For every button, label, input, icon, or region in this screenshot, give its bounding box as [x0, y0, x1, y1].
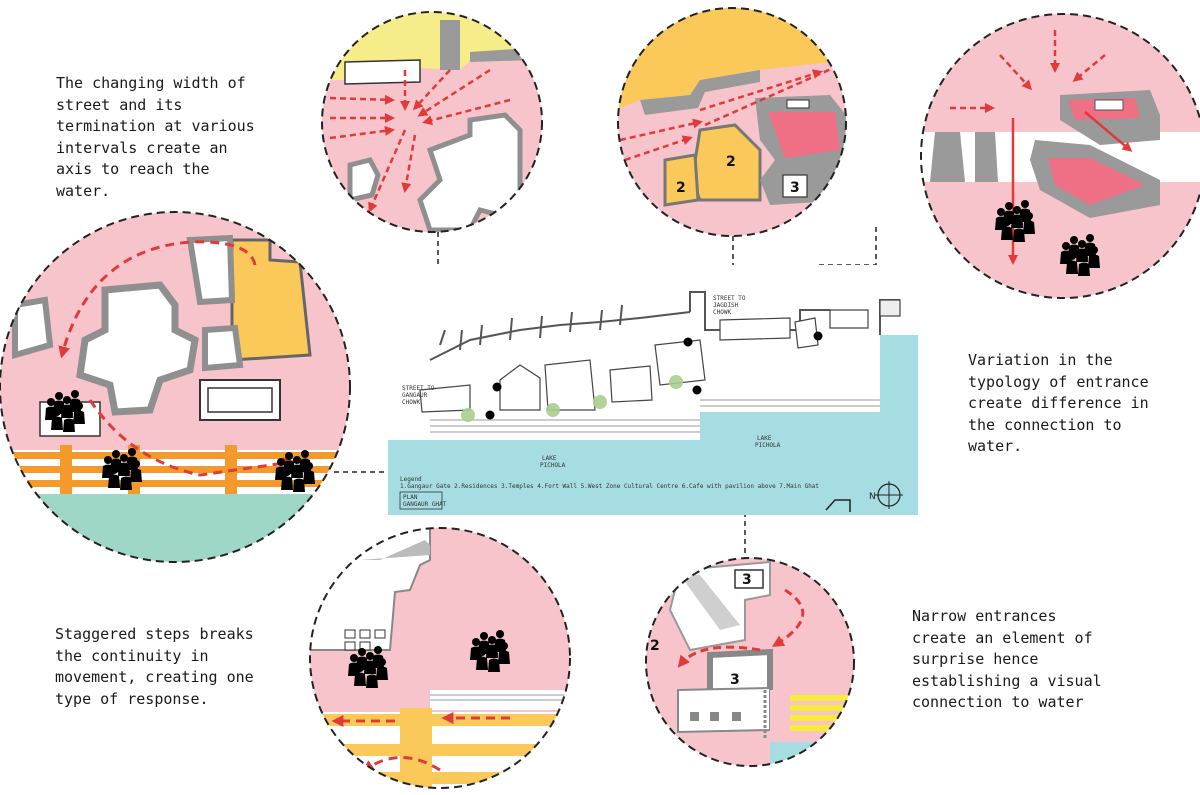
detail-temple-approach: [0, 211, 351, 563]
annotation-street-axis: The changing width of street and its ter…: [56, 74, 255, 200]
buildings: [419, 299, 901, 413]
street-label-2-line2: JAGDISH: [713, 302, 739, 309]
residence-number: 2: [650, 638, 660, 654]
lake-label-2b: PICHOLA: [755, 442, 781, 449]
temple-number: 3: [790, 180, 800, 196]
annotation-staggered-steps: Staggered steps breaks the continuity in…: [55, 625, 254, 708]
lake-label-1b: PICHOLA: [540, 462, 566, 469]
svg-text:N: N: [869, 492, 876, 502]
detail-street-axis: [321, 11, 543, 233]
ghat-steps: [430, 399, 880, 433]
legend-label: Legend: [400, 476, 422, 483]
annotation-entrance-typology: Variation in the typology of entrance cr…: [968, 351, 1149, 455]
annotation-narrow-entrances: Narrow entrances create an element of su…: [912, 607, 1102, 711]
plan-subtitle: GANGAUR GHAT: [403, 501, 447, 508]
lake-label-1: LAKE: [542, 455, 557, 462]
street-label-1-line3: CHOWK: [402, 399, 420, 406]
street-label-1-line1: STREET TO: [402, 385, 435, 392]
street-label-2-line3: CHOWK: [713, 309, 731, 316]
lake-water: [388, 335, 918, 515]
north-arrow-icon: N: [869, 481, 903, 509]
residence-number-b: 2: [726, 154, 736, 170]
detail-narrow-entrance: 3 3 2: [645, 557, 855, 767]
residence-number-a: 2: [676, 180, 686, 196]
temple-number-top: 3: [742, 572, 752, 588]
detail-residences: 2 2 3: [617, 7, 847, 237]
tree-icon: [461, 375, 683, 422]
site-plan: STREET TO GANGAUR CHOWK STREET TO JAGDIS…: [388, 265, 918, 515]
temple-number-mid: 3: [730, 672, 740, 688]
plan-title: PLAN: [403, 494, 418, 501]
legend-text: 1.Gangaur Gate 2.Residences 3.Temples 4.…: [400, 483, 819, 490]
lake-label-2: LAKE: [757, 435, 772, 442]
street-label-2-line1: STREET TO: [713, 295, 746, 302]
street-label-1-line2: GANGAUR: [402, 392, 428, 399]
detail-staggered-steps: [309, 527, 571, 789]
detail-entrance-typology: [920, 13, 1200, 299]
connection-points: [485, 331, 823, 420]
